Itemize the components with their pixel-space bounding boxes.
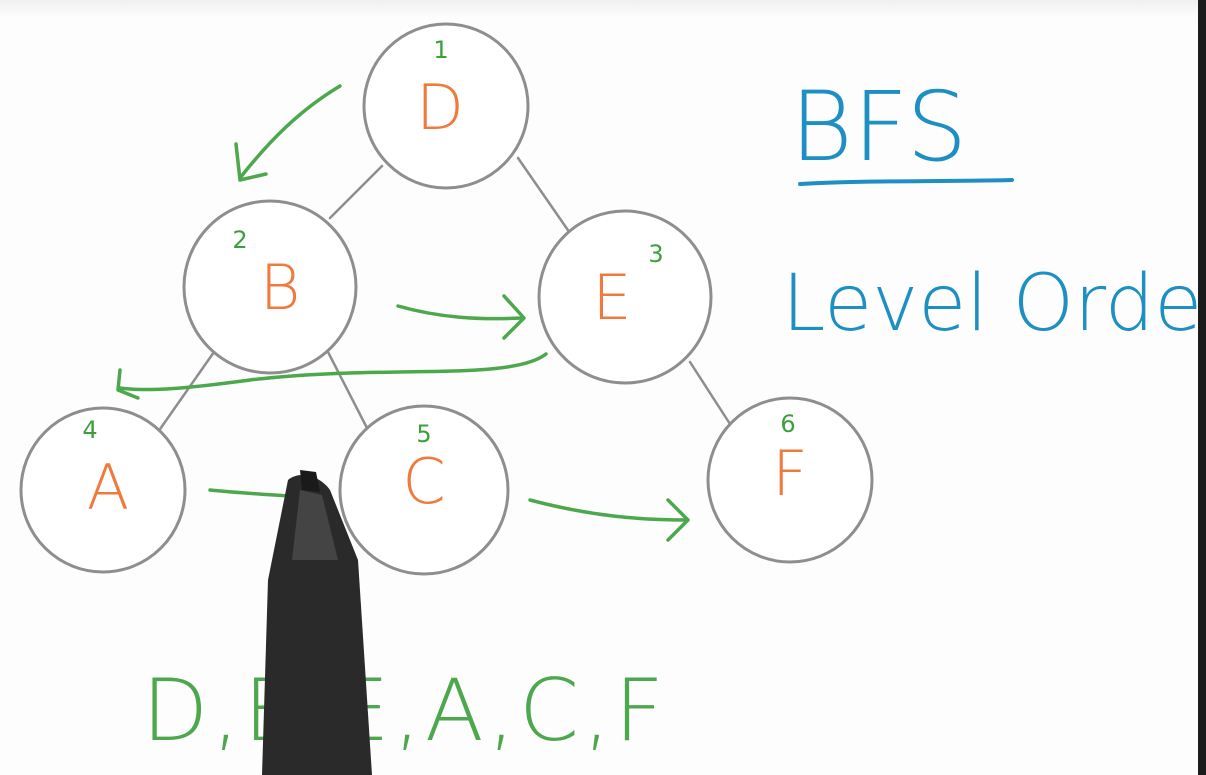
node-circle bbox=[537, 209, 713, 385]
node-C: C 5 bbox=[338, 404, 510, 576]
node-circle bbox=[362, 22, 530, 190]
edge-B-A bbox=[156, 350, 216, 434]
arrowhead-B-to-E bbox=[502, 294, 526, 340]
top-shadow bbox=[0, 0, 1198, 18]
arrow-C-to-F bbox=[528, 498, 688, 522]
node-label: B bbox=[260, 251, 301, 324]
marker-pen bbox=[262, 470, 372, 775]
visit-order-number: 4 bbox=[82, 416, 97, 444]
visit-order-number: 5 bbox=[416, 420, 431, 448]
edge-D-B bbox=[328, 164, 384, 220]
node-E: E 3 bbox=[537, 209, 713, 385]
node-label: E bbox=[592, 261, 631, 334]
traversal-sequence: D,B,E,A,C,F bbox=[142, 661, 668, 761]
traversal-arrows bbox=[116, 84, 690, 542]
node-circle bbox=[338, 404, 510, 576]
node-D: D 1 bbox=[362, 22, 530, 190]
edge-B-C bbox=[326, 350, 370, 432]
visit-order-number: 1 bbox=[433, 36, 448, 64]
node-circle bbox=[182, 199, 358, 375]
visit-order-number: 3 bbox=[648, 240, 663, 268]
node-F: F 6 bbox=[706, 396, 874, 564]
arrowhead-D-to-B bbox=[234, 142, 268, 182]
arrow-D-to-B bbox=[238, 84, 342, 180]
title-underline bbox=[798, 178, 1014, 186]
node-circle bbox=[706, 396, 874, 564]
edge-E-F bbox=[688, 360, 732, 426]
visit-order-number: 2 bbox=[232, 226, 247, 254]
window-edge bbox=[1198, 0, 1206, 775]
node-circle bbox=[19, 406, 187, 574]
arrow-E-to-A bbox=[118, 352, 548, 392]
node-label: F bbox=[772, 437, 808, 510]
arrow-B-to-E bbox=[396, 304, 524, 321]
title-bfs: BFS bbox=[790, 71, 967, 183]
edge-D-E bbox=[516, 156, 574, 238]
visit-order-number: 6 bbox=[780, 410, 795, 438]
node-label: D bbox=[416, 71, 464, 144]
arrowhead-C-to-F bbox=[666, 498, 690, 542]
node-label: A bbox=[87, 451, 129, 524]
arrowhead-E-to-A bbox=[116, 368, 140, 400]
subtitle-level-order: Level Order bbox=[782, 259, 1206, 349]
edges bbox=[156, 156, 732, 434]
node-A: A 4 bbox=[19, 406, 187, 574]
node-label: C bbox=[402, 445, 445, 518]
node-B: B 2 bbox=[182, 199, 358, 375]
